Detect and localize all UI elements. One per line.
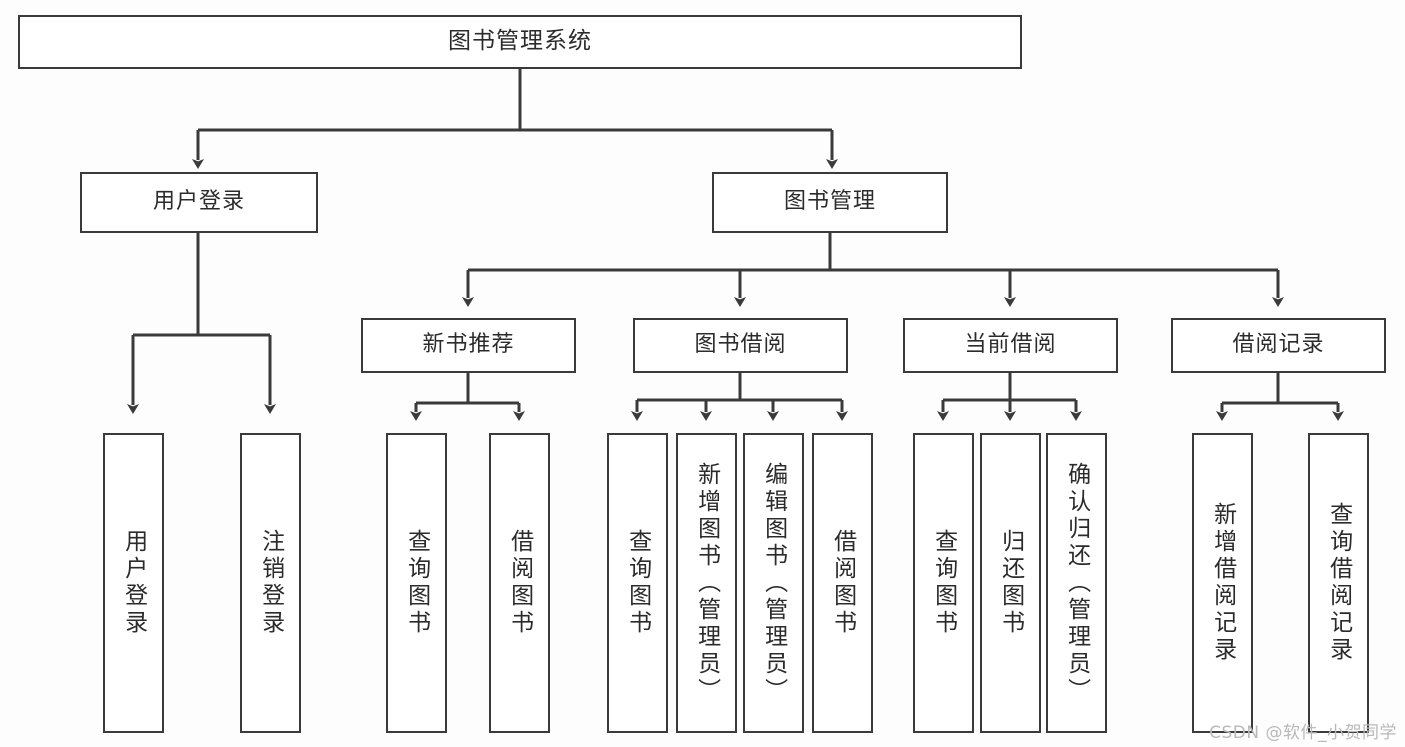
leaf-book-borrow-borrow[interactable]: 借阅图书 bbox=[812, 433, 873, 733]
node-label: 借阅图书 bbox=[506, 529, 533, 637]
node-label: 借阅记录 bbox=[1232, 332, 1325, 358]
node-label: 新书推荐 bbox=[422, 332, 515, 358]
node-label: 图书借阅 bbox=[694, 332, 787, 358]
node-label: 借阅图书 bbox=[829, 529, 856, 637]
node-book-borrow[interactable]: 图书借阅 bbox=[633, 318, 848, 373]
node-label: 查询图书 bbox=[624, 529, 651, 637]
leaf-book-borrow-add[interactable]: 新增图书（管理员） bbox=[676, 433, 737, 733]
leaf-borrow-record-query[interactable]: 查询借阅记录 bbox=[1308, 433, 1369, 733]
node-book-management[interactable]: 图书管理 bbox=[712, 172, 948, 233]
node-label: 归还图书 bbox=[997, 529, 1024, 637]
leaf-user-login-logout[interactable]: 注销登录 bbox=[240, 433, 301, 733]
node-user-login[interactable]: 用户登录 bbox=[80, 172, 318, 233]
node-borrow-record[interactable]: 借阅记录 bbox=[1171, 318, 1386, 373]
node-label: 当前借阅 bbox=[964, 332, 1057, 358]
leaf-new-book-borrow[interactable]: 借阅图书 bbox=[489, 433, 550, 733]
node-label: 查询借阅记录 bbox=[1325, 502, 1352, 664]
node-new-book-recommend[interactable]: 新书推荐 bbox=[361, 318, 576, 373]
leaf-user-login-login[interactable]: 用户登录 bbox=[103, 433, 164, 733]
node-label: 图书管理系统 bbox=[448, 28, 592, 55]
node-label: 确认归还（管理员） bbox=[1063, 461, 1090, 705]
leaf-new-book-query[interactable]: 查询图书 bbox=[386, 433, 447, 733]
leaf-book-borrow-edit[interactable]: 编辑图书（管理员） bbox=[743, 433, 804, 733]
node-label: 新增借阅记录 bbox=[1209, 502, 1236, 664]
node-label: 注销登录 bbox=[257, 529, 284, 637]
node-label: 查询图书 bbox=[403, 529, 430, 637]
node-label: 用户登录 bbox=[152, 189, 245, 215]
node-label: 图书管理 bbox=[783, 189, 876, 215]
leaf-current-borrow-query[interactable]: 查询图书 bbox=[913, 433, 974, 733]
node-label: 新增图书（管理员） bbox=[693, 461, 720, 705]
leaf-current-borrow-confirm-return[interactable]: 确认归还（管理员） bbox=[1046, 433, 1107, 733]
node-label: 用户登录 bbox=[120, 529, 147, 637]
leaf-current-borrow-return[interactable]: 归还图书 bbox=[980, 433, 1041, 733]
watermark-text: CSDN @软件_小贺同学 bbox=[1209, 723, 1397, 743]
node-current-borrow[interactable]: 当前借阅 bbox=[903, 318, 1118, 373]
node-label: 查询图书 bbox=[930, 529, 957, 637]
leaf-book-borrow-query[interactable]: 查询图书 bbox=[607, 433, 668, 733]
node-root-system[interactable]: 图书管理系统 bbox=[18, 15, 1022, 69]
leaf-borrow-record-add[interactable]: 新增借阅记录 bbox=[1192, 433, 1253, 733]
node-label: 编辑图书（管理员） bbox=[760, 461, 787, 705]
